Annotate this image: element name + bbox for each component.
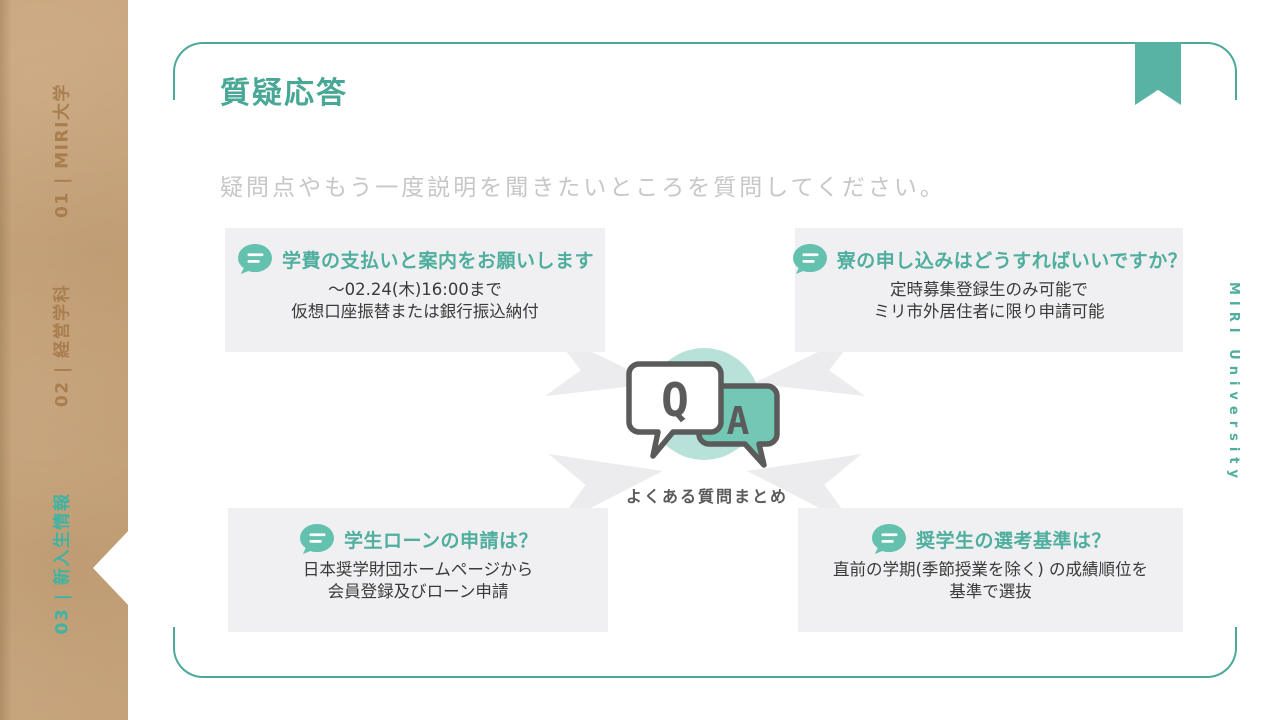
slide-subtitle: 疑問点やもう一度説明を聞きたいところを質問してください。 (220, 175, 946, 201)
faq-question: 学費の支払いと案内をお願いします (281, 249, 594, 272)
faq-box-dormitory: 寮の申し込みはどうすればいいですか？ 定時募集登録生のみ可能で ミリ市外居住者に… (792, 228, 1187, 352)
faq-answer-line: ～02.24(木)16:00まで (328, 280, 502, 299)
faq-answer-line: 会員登録及びローン申請 (327, 582, 509, 602)
faq-answer: 日本奨学財団ホームページから 会員登録及びローン申請 (303, 559, 533, 604)
speech-bubble-icon (238, 243, 272, 275)
speech-bubble-icon (300, 523, 334, 555)
letter-q: Q (661, 373, 689, 427)
vertical-brand-text: MIRI University (1226, 272, 1241, 494)
faq-answer-line: 基準で選抜 (949, 582, 1032, 602)
faq-box-tuition: 学費の支払いと案内をお願いします ～02.24(木)16:00まで 仮想口座振替… (225, 228, 605, 352)
page-title: 質疑応答 (220, 76, 348, 111)
speech-bubble-icon (792, 243, 827, 275)
qa-speech-bubbles-icon: A Q (626, 348, 780, 468)
faq-question: 奨学生の選考基準は？ (915, 529, 1111, 552)
sidebar-item-freshman-info[interactable]: 03 | 新入生情報 (52, 492, 73, 635)
faq-box-scholarship: 奨学生の選考基準は？ 直前の学期(季節授業を除く) の成績順位を 基準で選抜 (798, 508, 1183, 632)
faq-question: 学生ローンの申請は？ (343, 529, 539, 552)
letter-a: A (727, 399, 750, 443)
faq-answer-line: 定時募集登録生のみ可能で (890, 280, 1088, 299)
faq-answer: 定時募集登録生のみ可能で ミリ市外居住者に限り申請可能 (874, 279, 1105, 324)
faq-answer-line: ミリ市外居住者に限り申請可能 (873, 302, 1105, 322)
faq-question: 寮の申し込みはどうすればいいですか？ (836, 249, 1188, 272)
faq-box-student-loan: 学生ローンの申請は？ 日本奨学財団ホームページから 会員登録及びローン申請 (228, 508, 608, 632)
faq-answer: ～02.24(木)16:00まで 仮想口座振替または銀行振込納付 (291, 279, 539, 324)
faq-answer-line: 直前の学期(季節授業を除く) の成績順位を (832, 560, 1149, 579)
center-caption: よくある質問まとめ (625, 487, 788, 506)
faq-answer: 直前の学期(季節授業を除く) の成績順位を 基準で選抜 (833, 559, 1148, 604)
kraft-sidebar: 01 | MIRI大学 02 | 経営学科 03 | 新入生情報 (0, 0, 128, 720)
faq-answer-line: 仮想口座振替または銀行振込納付 (291, 302, 539, 322)
card-border-top (173, 42, 1237, 100)
speech-bubble-icon (872, 523, 906, 555)
faq-answer-line: 日本奨学財団ホームページから (302, 560, 534, 579)
card-border-bottom (173, 627, 1237, 678)
